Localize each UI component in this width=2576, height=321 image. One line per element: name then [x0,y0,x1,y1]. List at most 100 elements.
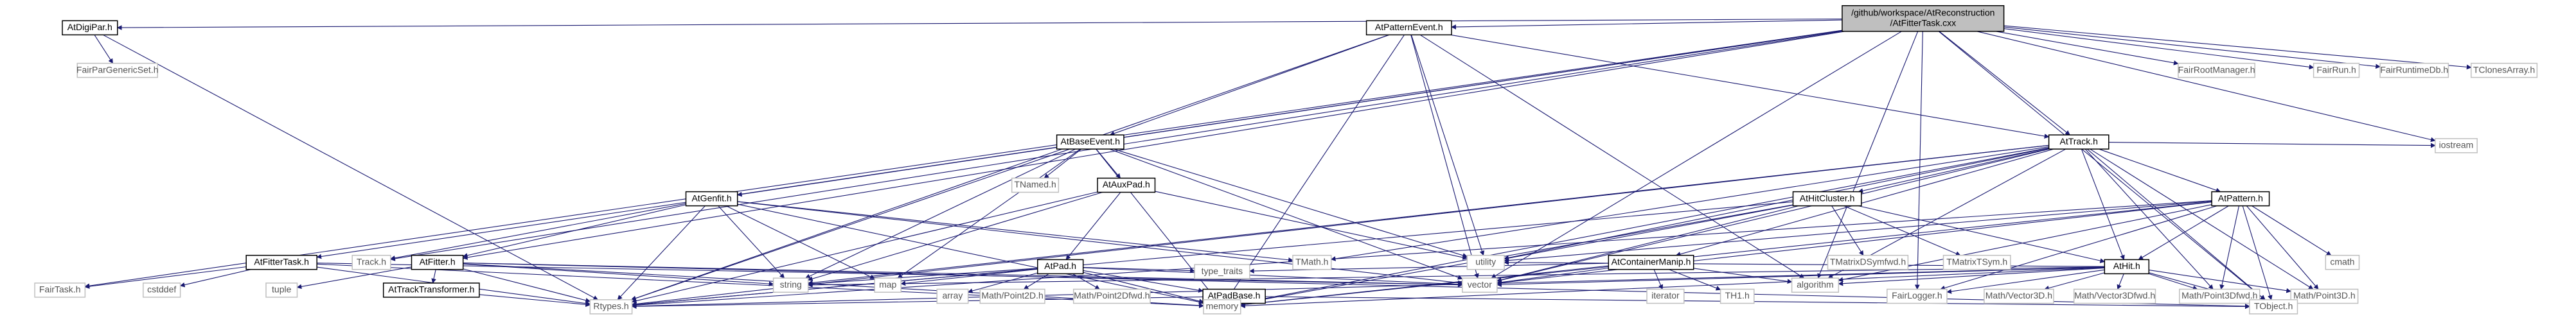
edge-AtContainerManip_h-to-memory [1240,266,1609,308]
node-label: TH1.h [1725,290,1750,300]
node-th1-h: TH1.h [1719,288,1755,304]
node-atdigipar-h[interactable]: AtDigiPar.h [62,20,118,36]
edge-AtHit_h-to-FairLogger_h [1946,269,2105,294]
file-nodes: /github/workspace/AtReconstruction/AtFit… [34,5,2538,315]
edge-AtPad_h-to-Rtypes_h [631,268,1038,308]
edge-AtTrack_h-to-Math_Point3D_h [2090,148,2314,290]
node-label: TObject.h [2254,301,2293,311]
node-fairlogger-h: FairLogger.h [1887,288,1948,304]
node-atauxpad-h[interactable]: AtAuxPad.h [1097,177,1156,193]
node-label: type_traits [1202,266,1243,276]
node-label: FairParGenericSet.h [76,64,159,74]
edge-root-to-AtPatternEvent_h [1451,19,1842,30]
edge-AtHit_h-to-Math_Point3D_h [2149,270,2291,293]
node-label: Math/Point2D.h [981,290,1044,300]
edge-root-to-FairRootManager_h [1995,31,2179,65]
node-root[interactable]: /github/workspace/AtReconstruction/AtFit… [1842,5,2005,32]
node-tmatrixdsymfwd-h: TMatrixDSymfwd.h [1827,254,1909,270]
edge-AtAuxPad_h-to-Rtypes_h [631,191,1098,304]
edge-AtPad_h-to-vector [1083,267,1463,287]
node-memory: memory [1203,299,1241,315]
node-type-traits: type_traits [1194,264,1250,279]
edge-AtHit_h-to-algorithm [1838,267,2105,286]
node-label: Math/Vector3Dfwd.h [2074,290,2155,300]
edge-AtFitter_h-to-Rtypes_h [463,268,591,303]
node-atpattern-h[interactable]: AtPattern.h [2211,191,2270,207]
node-fairpargenericset-h: FairParGenericSet.h [76,62,159,78]
node-label: FairLogger.h [1892,290,1942,300]
edge-AtHit_h-to-memory [1240,267,2105,309]
edge-AtContainerManip_h-to-algorithm [1693,268,1793,284]
edge-AtContainerManip_h-to-TH1_h [1669,269,1721,291]
node-attrack-h[interactable]: AtTrack.h [2048,134,2110,150]
node-tuple: tuple [265,282,298,298]
node-atbaseevent-h[interactable]: AtBaseEvent.h [1056,134,1124,150]
node-atcontainermanip-h[interactable]: AtContainerManip.h [1608,254,1694,270]
edge-root-to-algorithm [1817,31,1919,279]
edge-AtHitCluster_h-to-TMatrixTSym_h [1843,205,1961,256]
edge-root-to-AtDigiPar_h [116,18,1842,30]
node-label: AtGenfit.h [691,193,731,203]
edge-AtPad_h-to-string [807,268,1038,286]
edge-AtPad_h-to-Math_Point2D_h [1023,273,1049,290]
edge-AtPatternEvent_h-to-algorithm [1419,34,1805,279]
node-label: /github/workspace/AtReconstruction [1851,8,1994,18]
edge-root-to-FairTask_h [84,30,1842,289]
node-label: AtAuxPad.h [1103,179,1150,189]
node-attracktransformer-h[interactable]: AtTrackTransformer.h [382,282,480,298]
node-label: AtBaseEvent.h [1060,136,1120,146]
edge-root-to-FairRun_h [2003,28,2314,70]
node-atpatternevent-h[interactable]: AtPatternEvent.h [1365,20,1452,36]
edge-AtDigiPar_h-to-FairParGenericSet_h [94,35,114,64]
edge-AtFitter_h-to-string [463,263,774,286]
edge-AtFitter_h-to-tuple [296,266,412,290]
node-label: array [942,290,963,300]
edge-AtAuxPad_h-to-string [807,191,1103,281]
node-athit-h[interactable]: AtHit.h [2104,259,2150,275]
edge-AtGenfit_h-to-vector [737,201,1463,286]
edge-root-to-AtTrack_h [1939,31,2070,135]
edge-AtHit_h-to-Math_Vector3Dfwd_h [2117,273,2124,290]
node-label: string [780,279,802,290]
node-athitcluster-h[interactable]: AtHitCluster.h [1792,191,1862,207]
node-atpad-h[interactable]: AtPad.h [1037,259,1084,275]
node-label: FairRootManager.h [2178,64,2255,74]
edge-root-to-vector [1491,31,1902,279]
node-atgenfit-h[interactable]: AtGenfit.h [685,191,738,207]
node-label: Rtypes.h [593,301,628,311]
node-label: AtFitter.h [420,256,456,266]
edge-AtTrack_h-to-iostream [2108,142,2436,148]
node-label: AtHitCluster.h [1800,193,1855,203]
edge-AtTrack_h-to-TMath_h [1330,146,2049,261]
node-atfittertask-h[interactable]: AtFitterTask.h [245,254,317,270]
edge-AtPatternEvent_h-to-memory [1226,34,1405,300]
edge-AtPadBase_h-to-TObject_h [1265,296,2250,309]
node-tmath-h: TMath.h [1292,254,1332,270]
node-label: TMatrixTSym.h [1946,256,2007,266]
edge-AtGenfit_h-to-memory [737,204,1204,305]
edge-AtPatternEvent_h-to-vector [1410,35,1479,279]
edge-AtPattern_h-to-AtHit_h [2138,205,2229,260]
edge-AtPad_h-to-map [900,268,1038,286]
edge-AtPad_h-to-type_traits [1083,266,1195,273]
node-utility: utility [1466,254,1505,270]
edge-AtPattern_h-to-memory [1240,201,2212,307]
node-label: cmath [2330,256,2354,266]
edge-AtHit_h-to-Math_Vector3D_h [2044,272,2105,291]
node-map: map [874,277,902,293]
node-cstddef: cstddef [143,282,181,298]
node-math-point3dfwd-h: Math/Point3Dfwd.h [2179,288,2261,304]
node-atfitter-h[interactable]: AtFitter.h [411,254,464,270]
node-label: AtContainerManip.h [1612,256,1691,266]
edge-AtPattern_h-to-Math_Point3Dfwd_h [2219,205,2240,290]
edge-AtContainerManip_h-to-vector [1497,267,1609,285]
node-label: Math/Vector3D.h [1985,290,2052,300]
edge-AtHit_h-to-Math_Point3Dfwd_h [2149,273,2198,291]
node-label: TMath.h [1295,256,1328,266]
edge-AtBaseEvent_h-to-vector [1109,148,1463,280]
edge-AtTrack_h-to-AtHit_h [2081,149,2125,261]
edge-AtGenfit_h-to-string [718,205,785,279]
edge-root-to-AtGenfit_h [736,30,1842,197]
edge-AtAuxPad_h-to-utility [1155,191,1468,260]
edge-AtPad_h-to-Math_Point2Dfwd_h [1072,273,1100,290]
